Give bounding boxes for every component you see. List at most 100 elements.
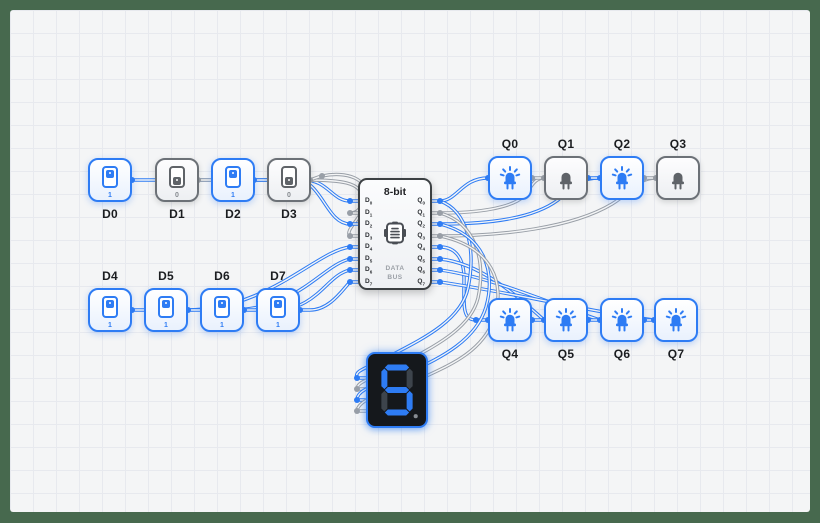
switch-box: 1: [211, 158, 255, 202]
led-label: Q6: [613, 347, 631, 361]
led-box: [656, 156, 700, 200]
segment-b: [406, 368, 413, 390]
connection-dot: [347, 256, 353, 262]
switch-value: 1: [108, 322, 112, 329]
connection-dot: [354, 375, 360, 381]
connection-dot: [347, 244, 353, 250]
toggle-switch-icon: [169, 166, 185, 188]
led-Q7[interactable]: Q7: [654, 298, 698, 361]
led-icon: [560, 172, 572, 190]
led-label: Q7: [667, 347, 685, 361]
connection-dot: [437, 221, 443, 227]
led-label: Q3: [669, 137, 687, 151]
switch-D0[interactable]: 1 D0: [88, 158, 132, 221]
connection-dot: [347, 221, 353, 227]
bus-pin-label-Q0: Q0: [417, 197, 425, 206]
connection-dot: [437, 233, 443, 239]
led-Q2[interactable]: Q2: [600, 137, 644, 200]
led-Q6[interactable]: Q6: [600, 298, 644, 361]
switch-value: 1: [231, 192, 235, 199]
toggle-switch-icon: [214, 296, 230, 318]
led-label: Q0: [501, 137, 519, 151]
led-box: [488, 156, 532, 200]
bus-pin-label-Q4: Q4: [417, 243, 425, 252]
led-Q3[interactable]: Q3: [656, 137, 700, 200]
segment-f: [381, 368, 388, 390]
connection-dot: [437, 210, 443, 216]
switch-box: 1: [200, 288, 244, 332]
switch-label: D4: [102, 269, 118, 283]
switch-box: 1: [256, 288, 300, 332]
led-Q0[interactable]: Q0: [488, 137, 532, 200]
connection-dot: [347, 210, 353, 216]
bus-caption: DATA BUS: [385, 265, 405, 281]
connection-dot: [347, 267, 353, 273]
switch-value: 0: [175, 192, 179, 199]
switch-label: D2: [225, 207, 241, 221]
switch-D1[interactable]: 0 D1: [155, 158, 199, 221]
bus-pin-label-D2: D2: [365, 220, 373, 229]
switch-D7[interactable]: 1 D7: [256, 269, 300, 332]
toggle-switch-icon: [102, 296, 118, 318]
switch-D3[interactable]: 0 D3: [267, 158, 311, 221]
led-box: [600, 298, 644, 342]
bus-pin-label-D0: D0: [365, 197, 373, 206]
data-bus-component[interactable]: 8-bit DATA BUS: [358, 178, 432, 290]
led-icon: [555, 308, 577, 332]
led-label: Q1: [557, 137, 575, 151]
switch-value: 1: [108, 192, 112, 199]
led-box: [654, 298, 698, 342]
toggle-switch-icon: [102, 166, 118, 188]
led-icon: [611, 308, 633, 332]
connection-dot: [437, 267, 443, 273]
switch-value: 0: [287, 192, 291, 199]
connection-dot: [437, 256, 443, 262]
bus-pin-label-Q1: Q1: [417, 209, 425, 218]
switch-label: D5: [158, 269, 174, 283]
led-Q5[interactable]: Q5: [544, 298, 588, 361]
switch-label: D6: [214, 269, 230, 283]
switch-D5[interactable]: 1 D5: [144, 269, 188, 332]
connection-dot: [437, 279, 443, 285]
led-Q4[interactable]: Q4: [488, 298, 532, 361]
connection-dot: [354, 386, 360, 392]
led-box: [600, 156, 644, 200]
switch-label: D0: [102, 207, 118, 221]
bus-pin-label-Q6: Q6: [417, 266, 425, 275]
bus-pin-label-Q2: Q2: [417, 220, 425, 229]
components-layer: 1 D0 0 D1 1 D2 0 D3 1 D4 1 D5: [10, 10, 810, 512]
segment-c: [406, 390, 413, 412]
led-Q1[interactable]: Q1: [544, 137, 588, 200]
bus-pin-label-Q5: Q5: [417, 255, 425, 264]
switch-label: D3: [281, 207, 297, 221]
switch-box: 1: [88, 158, 132, 202]
switch-box: 0: [155, 158, 199, 202]
switch-value: 1: [276, 322, 280, 329]
bus-pin-label-D1: D1: [365, 209, 373, 218]
switch-value: 1: [220, 322, 224, 329]
led-icon: [499, 308, 521, 332]
seven-segment-display[interactable]: [366, 352, 428, 428]
toggle-switch-icon: [225, 166, 241, 188]
toggle-switch-icon: [158, 296, 174, 318]
switch-label: D1: [169, 207, 185, 221]
switch-D4[interactable]: 1 D4: [88, 269, 132, 332]
decimal-point: [413, 414, 418, 419]
connection-dot: [347, 233, 353, 239]
connection-dot: [354, 408, 360, 414]
switch-D6[interactable]: 1 D6: [200, 269, 244, 332]
toggle-switch-icon: [281, 166, 297, 188]
segment-a: [384, 364, 410, 371]
bus-pin-label-D3: D3: [365, 232, 373, 241]
switch-D2[interactable]: 1 D2: [211, 158, 255, 221]
toggle-switch-icon: [270, 296, 286, 318]
led-icon: [672, 172, 684, 190]
connection-dot: [319, 173, 325, 179]
led-label: Q5: [557, 347, 575, 361]
segment-d: [384, 409, 410, 416]
led-icon: [665, 308, 687, 332]
circuit-canvas[interactable]: 1 D0 0 D1 1 D2 0 D3 1 D4 1 D5: [10, 10, 810, 512]
wire: [438, 176, 490, 203]
bus-pin-label-D7: D7: [365, 278, 373, 287]
wire: [308, 172, 369, 238]
